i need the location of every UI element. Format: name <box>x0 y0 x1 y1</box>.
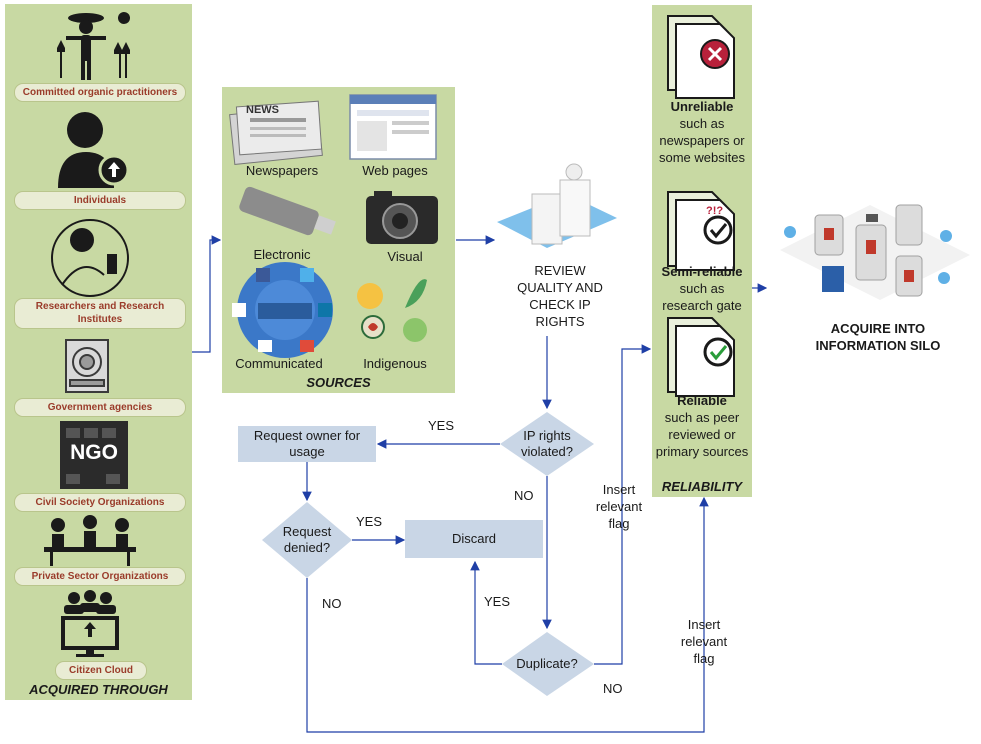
svg-text:?!?: ?!? <box>706 205 723 217</box>
review-quality-icon <box>497 163 617 248</box>
channel-citizen-cloud: Citizen Cloud <box>55 661 147 680</box>
newspaper-masthead: NEWS <box>246 104 279 116</box>
reliability-title: RELIABILITY <box>661 479 743 494</box>
citizen-cloud-icon <box>61 590 119 657</box>
newspapers-icon <box>229 100 323 166</box>
ngo-logo-text: NGO <box>70 441 118 464</box>
ip-yes-label: YES <box>428 418 455 433</box>
request-denied-diamond <box>262 502 352 578</box>
ip-rights-diamond <box>500 412 594 476</box>
semi-reliable-block: Semi-reliable such as research gate <box>655 263 749 314</box>
review-label: REVIEW QUALITY AND CHECK IP RIGHTS <box>517 263 603 329</box>
reliable-title: Reliable <box>677 393 727 408</box>
reliable-block: Reliable such as peer reviewed or primar… <box>655 392 749 460</box>
source-communicated: Communicated <box>235 356 323 371</box>
channel-government: Government agencies <box>14 398 186 417</box>
channel-private-sector: Private Sector Organizations <box>14 567 186 586</box>
ip-no-label: NO <box>514 488 534 503</box>
farmer-icon <box>57 12 130 80</box>
camera-icon <box>366 191 438 244</box>
semi-reliable-desc: such as research gate <box>662 281 742 313</box>
semi-reliable-title: Semi-reliable <box>661 264 743 279</box>
information-silo-label: ACQUIRE INTO INFORMATION SILO <box>815 321 941 353</box>
channel-organic-practitioners: Committed organic practitioners <box>14 83 186 102</box>
unreliable-block: Unreliable such as newspapers or some we… <box>655 98 749 166</box>
reliable-desc: such as peer reviewed or primary sources <box>655 410 749 459</box>
person-upload-icon <box>58 112 130 188</box>
indigenous-knowledge-icon <box>357 279 427 342</box>
channel-researchers: Researchers and Research Institutes <box>14 298 186 329</box>
ngo-logo-icon <box>60 421 128 489</box>
researcher-icon <box>51 219 129 297</box>
source-newspapers: Newspapers <box>245 163 319 178</box>
request-denied-question: Request denied? <box>282 524 332 555</box>
source-indigenous: Indigenous <box>363 356 427 371</box>
source-web-pages: Web pages <box>362 163 428 178</box>
meeting-icon <box>44 515 136 566</box>
channel-civil-society: Civil Society Organizations <box>14 493 186 512</box>
semi-reliable-document-icon: ?!? <box>667 191 735 271</box>
unreliable-title: Unreliable <box>670 99 734 114</box>
discard-box: Discard <box>405 520 543 558</box>
insert-flag-label-2: Insert relevant flag <box>680 617 728 666</box>
acquired-through-title: ACQUIRED THROUGH <box>29 682 168 697</box>
unreliable-document-icon <box>667 15 735 99</box>
unreliable-desc: such as newspapers or some websites <box>659 116 745 165</box>
duplicate-yes-label: YES <box>484 594 511 609</box>
source-electronic: Electronic <box>253 247 311 262</box>
source-visual: Visual <box>387 249 423 264</box>
information-silo-icon <box>780 204 970 300</box>
request-owner-box: Request owner for usage <box>238 426 376 462</box>
duplicate-diamond <box>502 632 594 696</box>
denied-yes-label: YES <box>356 514 383 529</box>
insert-flag-label-1: Insert relevant flag <box>595 482 643 531</box>
duplicate-no-label: NO <box>603 681 623 696</box>
social-media-icon <box>232 262 333 358</box>
denied-no-label: NO <box>322 596 342 611</box>
reliable-document-icon <box>667 317 735 397</box>
duplicate-question: Duplicate? <box>516 656 578 671</box>
government-emblem-icon <box>65 339 109 393</box>
web-pages-icon <box>349 94 437 160</box>
usb-drive-icon <box>239 186 336 236</box>
ip-rights-question: IP rights violated? <box>520 428 574 459</box>
sources-title: SOURCES <box>306 375 371 390</box>
channel-individuals: Individuals <box>14 191 186 210</box>
